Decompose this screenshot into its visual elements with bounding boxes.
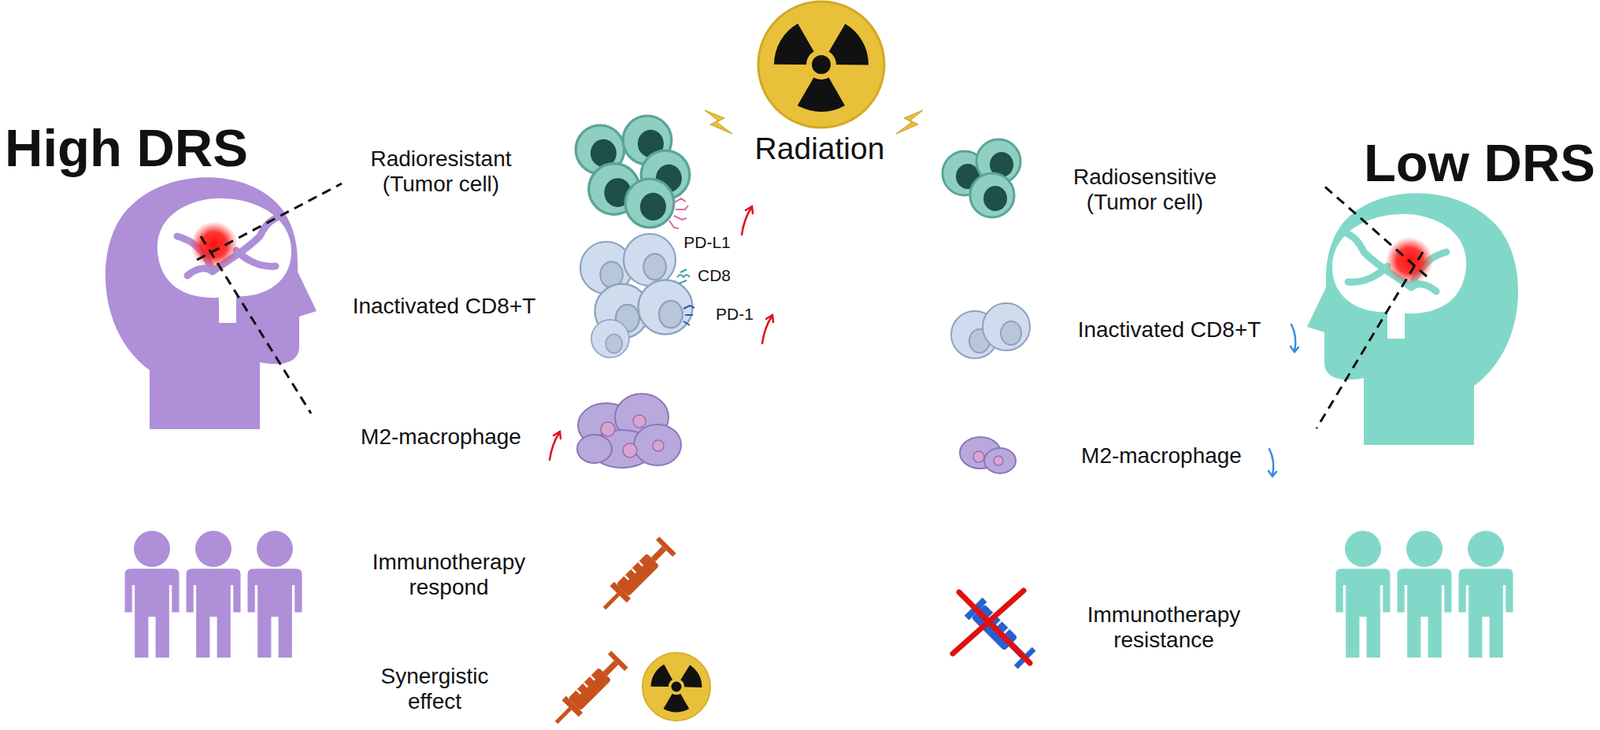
cell-label: Radioresistant (Tumor cell) bbox=[350, 146, 532, 197]
receptor-label: PD-L1 bbox=[683, 233, 731, 252]
receptor-label: PD-1 bbox=[715, 304, 754, 324]
outcome-label: Synergistic effect bbox=[367, 663, 502, 715]
cell-label: M2-macrophage bbox=[1081, 443, 1242, 469]
outcome-label: Immunotherapy resistance bbox=[1073, 602, 1255, 653]
cell-label: M2-macrophage bbox=[360, 424, 522, 450]
cell-label: Inactivated CD8+T bbox=[1077, 317, 1262, 343]
outcome-label: Immunotherapy respond bbox=[358, 549, 540, 600]
group-title: High DRS bbox=[4, 117, 249, 178]
group-title: Low DRS bbox=[1363, 132, 1596, 193]
radiation-label: Radiation bbox=[755, 131, 886, 167]
cell-label: Inactivated CD8+T bbox=[352, 293, 537, 319]
cell-label: Radiosensitive (Tumor cell) bbox=[1054, 164, 1236, 215]
receptor-label: CD8 bbox=[697, 266, 731, 286]
